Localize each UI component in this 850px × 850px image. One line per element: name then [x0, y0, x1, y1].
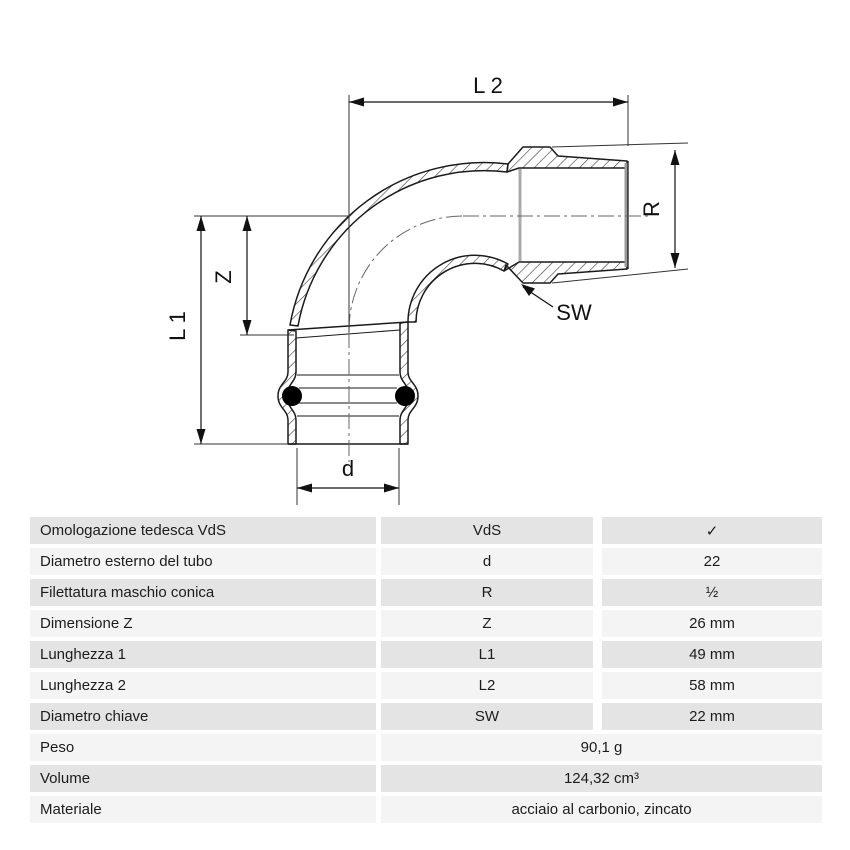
spec-label: Diametro esterno del tubo — [30, 548, 376, 575]
spec-label: Diametro chiave — [30, 703, 376, 730]
dim-label-d: d — [342, 456, 354, 481]
spec-label: Dimensione Z — [30, 610, 376, 637]
dim-label-r: R — [639, 201, 664, 217]
o-ring-right — [395, 386, 415, 406]
socket-right-wall — [399, 321, 419, 445]
spec-symbol: L2 — [381, 672, 593, 699]
extension-lines — [194, 95, 689, 505]
spec-label: Peso — [30, 734, 376, 761]
spec-value: 90,1 g — [381, 734, 822, 761]
spec-value: 22 — [602, 548, 822, 575]
table-row: Lunghezza 1 L1 49 mm — [30, 641, 822, 668]
table-row: Materiale acciaio al carbonio, zincato — [30, 796, 822, 823]
spec-label: Filettatura maschio conica — [30, 579, 376, 606]
technical-drawing: L 2 Z L 1 R SW d — [165, 73, 689, 505]
spec-label: Lunghezza 2 — [30, 672, 376, 699]
dim-label-l1: L 1 — [165, 311, 190, 341]
dimension-arrows — [196, 97, 680, 493]
spec-symbol: d — [381, 548, 593, 575]
spec-value: ✓ — [602, 517, 822, 544]
thread-top-wall — [506, 146, 628, 173]
sw-arrow — [521, 284, 535, 296]
spec-value: ½ — [602, 579, 822, 606]
table-row: Diametro esterno del tubo d 22 — [30, 548, 822, 575]
spec-symbol: SW — [381, 703, 593, 730]
dim-label-sw: SW — [556, 300, 592, 325]
elbow-body — [277, 146, 628, 445]
spec-symbol: Z — [381, 610, 593, 637]
o-ring-seals — [282, 386, 415, 406]
spec-value: acciaio al carbonio, zincato — [381, 796, 822, 823]
body-detail-lines — [287, 161, 629, 445]
spec-value: 58 mm — [602, 672, 822, 699]
center-lines — [348, 215, 652, 462]
table-row: Filettatura maschio conica R ½ — [30, 579, 822, 606]
spec-label: Lunghezza 1 — [30, 641, 376, 668]
thread-bottom-wall — [503, 261, 628, 284]
spec-label: Omologazione tedesca VdS — [30, 517, 376, 544]
spec-symbol: R — [381, 579, 593, 606]
specs-table: Omologazione tedesca VdS VdS ✓ Diametro … — [30, 517, 822, 827]
spec-value: 49 mm — [602, 641, 822, 668]
table-row: Volume 124,32 cm³ — [30, 765, 822, 792]
table-row: Lunghezza 2 L2 58 mm — [30, 672, 822, 699]
spec-label: Materiale — [30, 796, 376, 823]
dim-label-z: Z — [211, 270, 236, 283]
table-row: Dimensione Z Z 26 mm — [30, 610, 822, 637]
table-row: Omologazione tedesca VdS VdS ✓ — [30, 517, 822, 544]
spec-symbol: VdS — [381, 517, 593, 544]
table-row: Diametro chiave SW 22 mm — [30, 703, 822, 730]
dim-label-l2: L 2 — [473, 73, 503, 98]
spec-value: 124,32 cm³ — [381, 765, 822, 792]
o-ring-left — [282, 386, 302, 406]
table-row: Peso 90,1 g — [30, 734, 822, 761]
spec-value: 22 mm — [602, 703, 822, 730]
outer-bend-wall — [289, 161, 509, 327]
spec-value: 26 mm — [602, 610, 822, 637]
spec-symbol: L1 — [381, 641, 593, 668]
dimension-lines — [200, 101, 676, 489]
spec-label: Volume — [30, 765, 376, 792]
inner-bend-wall — [407, 254, 509, 323]
